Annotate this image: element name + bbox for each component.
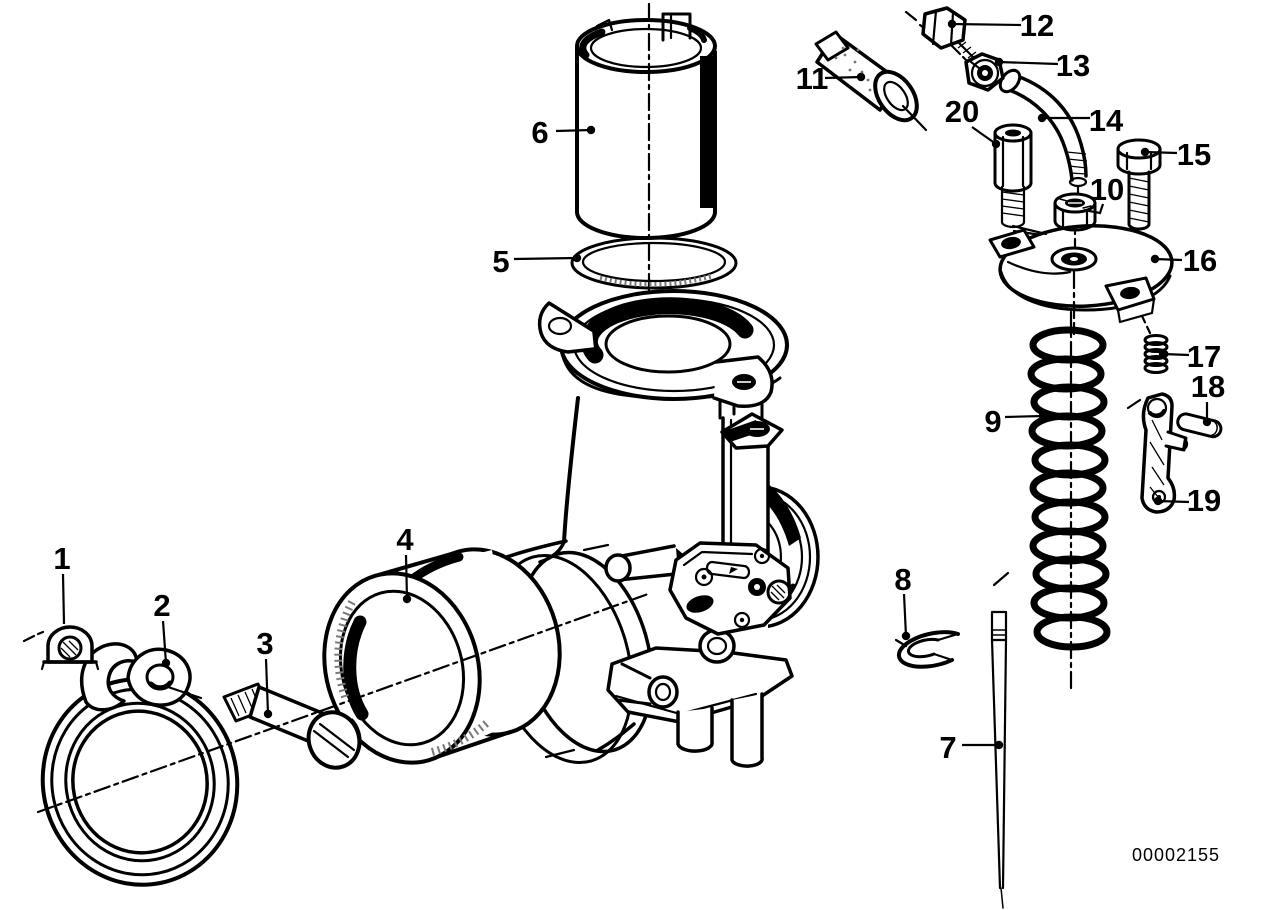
callout-leader-8	[902, 593, 908, 637]
callout-dot-14	[1037, 113, 1047, 123]
part-4-intake-sleeve	[322, 547, 562, 765]
callout-dot-18	[1202, 417, 1212, 427]
callout-leader-4	[404, 554, 409, 600]
part-14-tube	[998, 68, 1088, 199]
part-13-nut	[950, 44, 1005, 92]
part-3-screw	[166, 682, 362, 770]
callout-dot-5	[572, 253, 582, 263]
main-center-axis	[36, 592, 650, 814]
float-chamber-base	[604, 544, 794, 768]
part-carburetor-body	[322, 289, 820, 768]
cap-texture	[834, 46, 872, 92]
callout-1: 1	[53, 541, 70, 576]
callout-16: 16	[1183, 243, 1217, 278]
part-6-throttle-slide	[575, 12, 717, 240]
part-2-clamp-ring	[40, 642, 240, 887]
callout-leader-5	[513, 256, 578, 261]
top-flange	[537, 289, 789, 408]
callout-leader-11	[824, 75, 862, 80]
callout-3: 3	[256, 626, 273, 661]
part-7-jet-needle	[990, 571, 1010, 909]
callout-leader-3	[264, 658, 270, 715]
callout-dot-2	[161, 658, 171, 668]
callout-dot-16	[1150, 254, 1160, 264]
part-19-lever	[1126, 392, 1189, 514]
callout-leader-2	[161, 620, 168, 664]
callout-dot-11	[856, 72, 866, 82]
callout-17: 17	[1187, 339, 1221, 374]
doc-number: 00002155	[1132, 845, 1220, 865]
callout-dot-17	[1158, 349, 1168, 359]
callout-leader-13	[998, 60, 1059, 66]
callout-2: 2	[153, 588, 170, 623]
part-1-nut	[22, 625, 100, 671]
part-9-spring	[1027, 310, 1111, 690]
callout-5: 5	[492, 244, 509, 279]
callout-dot-12	[947, 19, 957, 29]
callout-7: 7	[939, 730, 956, 765]
callout-dot-9	[1038, 411, 1048, 421]
callout-6: 6	[531, 115, 548, 150]
mounting-plate	[668, 541, 792, 636]
callout-leader-20	[971, 126, 997, 145]
callout-leader-12	[951, 22, 1022, 27]
part-8-clip	[894, 630, 960, 669]
callout-14: 14	[1089, 103, 1124, 138]
callout-dot-8	[901, 631, 911, 641]
part-10-nut	[1053, 192, 1097, 252]
callout-dot-3	[263, 709, 273, 719]
callout-4: 4	[396, 522, 414, 557]
callout-19: 19	[1187, 483, 1221, 518]
callout-leader-10	[1083, 203, 1105, 215]
part-11-cable-cap	[814, 30, 928, 132]
part-12-screw	[904, 6, 981, 70]
callout-13: 13	[1056, 48, 1090, 83]
part-5-ring	[570, 236, 738, 290]
callout-8: 8	[894, 562, 911, 597]
callout-12: 12	[1020, 8, 1054, 43]
callout-leader-9	[1004, 414, 1044, 419]
callout-dot-15	[1140, 147, 1150, 157]
part-18-pin	[1176, 412, 1223, 439]
callout-dot-4	[402, 594, 412, 604]
callout-leader-15	[1144, 150, 1178, 155]
callout-18: 18	[1191, 369, 1225, 404]
callout-15: 15	[1177, 137, 1211, 172]
callout-leader-17	[1162, 352, 1190, 357]
callout-leader-6	[555, 128, 592, 133]
callout-dot-13	[994, 57, 1004, 67]
callout-dot-19	[1153, 496, 1163, 506]
callout-dot-6	[586, 125, 596, 135]
part-20-spacer	[993, 123, 1048, 236]
callout-11: 11	[796, 61, 829, 96]
callout-leader-19	[1157, 499, 1190, 504]
callout-9: 9	[984, 404, 1001, 439]
part-15-bolt	[1116, 138, 1162, 231]
callout-20: 20	[945, 94, 979, 129]
callout-leader-1	[61, 573, 66, 625]
callout-leader-16	[1154, 257, 1183, 262]
callout-dot-20	[991, 139, 1001, 149]
part-16-cover	[988, 224, 1174, 336]
callout-dot-7	[994, 740, 1004, 750]
callout-10: 10	[1090, 172, 1124, 207]
